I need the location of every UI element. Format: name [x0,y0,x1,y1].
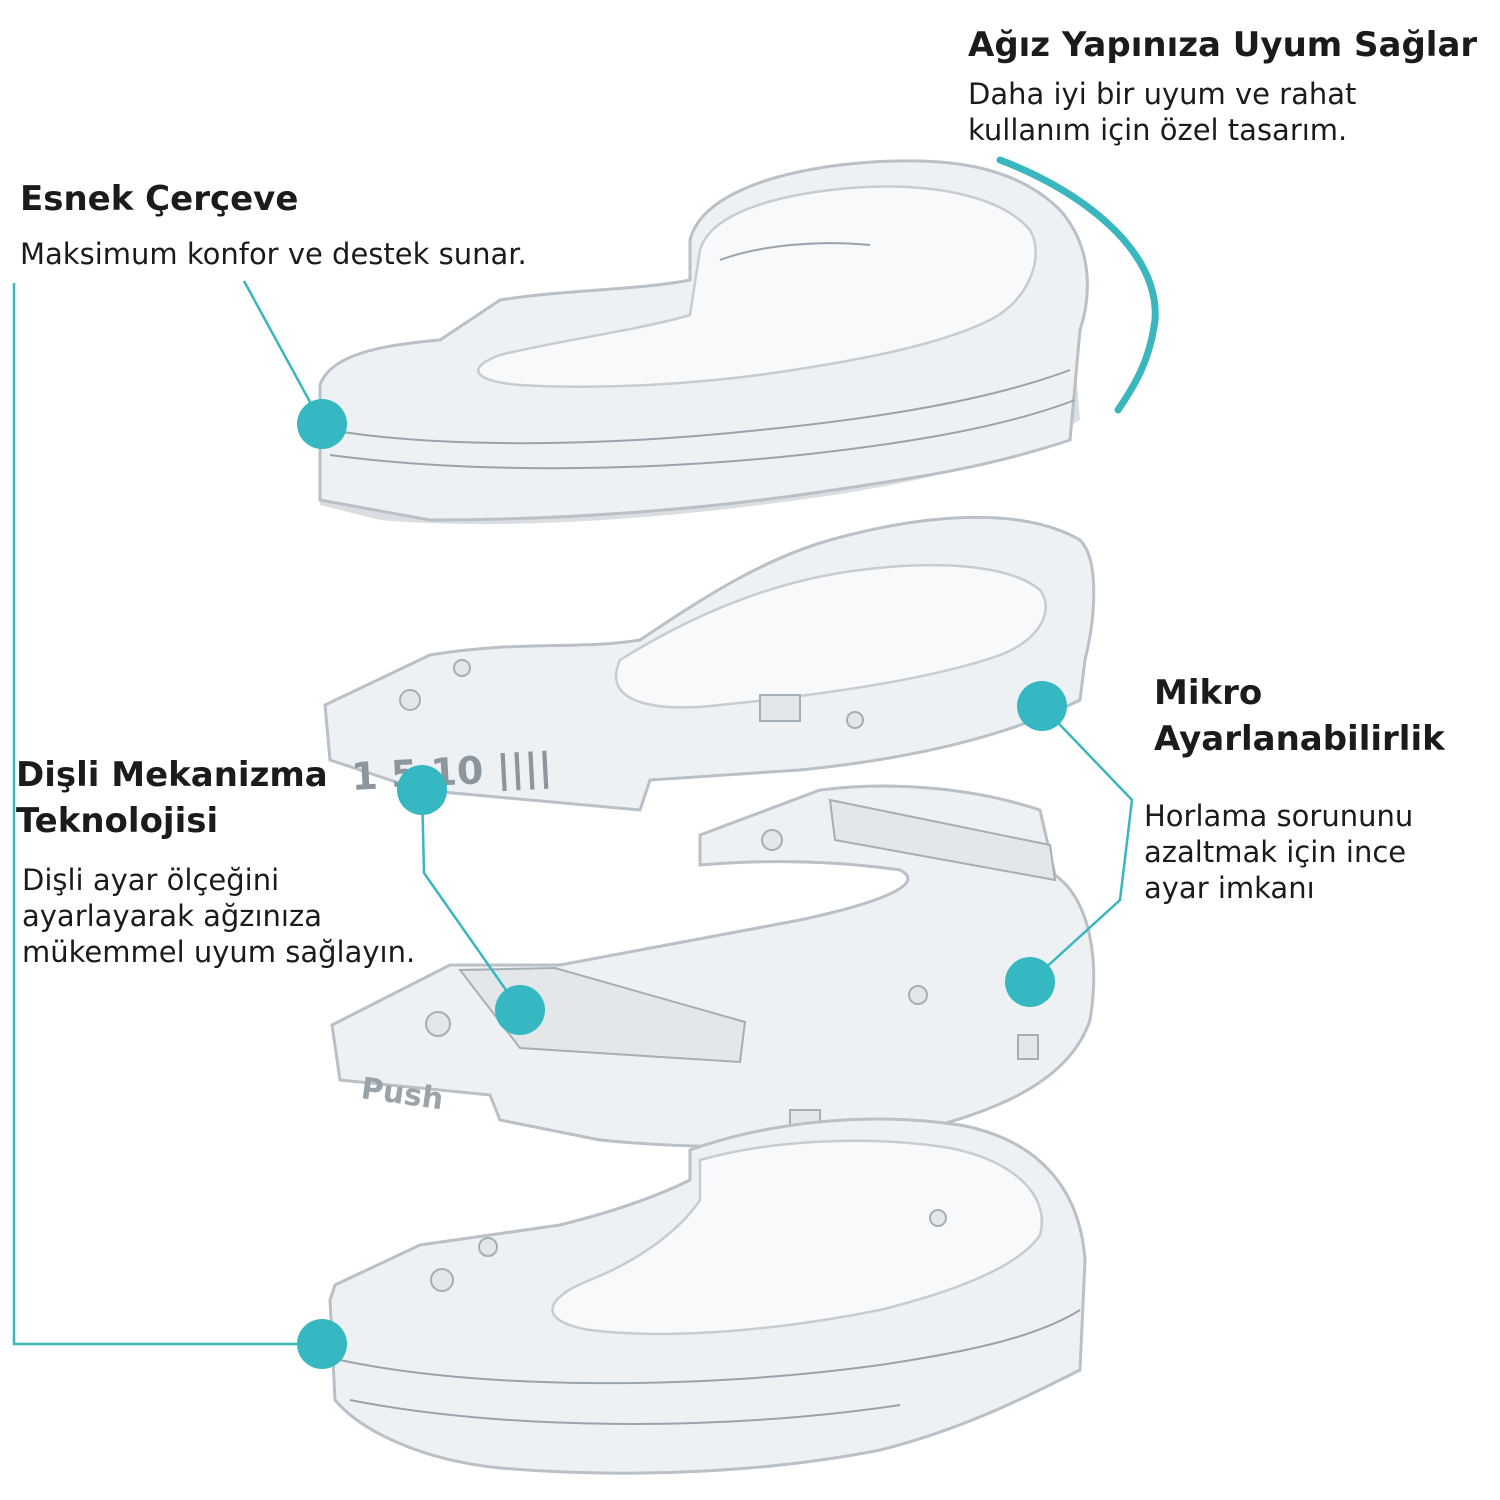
frame-title: Esnek Çerçeve [20,179,299,219]
fit-description: Daha iyi bir uyum ve rahat kullanım için… [968,77,1357,147]
lower-tray [328,1117,1087,1475]
frame-leader-line [242,280,324,425]
frame-callout: Esnek Çerçeve Maksimum konfor ve destek … [20,176,527,272]
gear-dot-upper [397,765,447,815]
gear-dot-lower [495,985,545,1035]
upper-tray [318,159,1089,525]
adjustment-plate-upper: 1 5 10 |||| [323,515,1096,812]
micro-dot-lower [1005,957,1055,1007]
micro-title: Mikro Ayarlanabilirlik [1154,673,1445,759]
fit-callout: Ağız Yapınıza Uyum Sağlar Daha iyi bir u… [968,22,1477,148]
frame-dot-lower [297,1319,347,1369]
gear-description: Dişli ayar ölçeğini ayarlayarak ağzınıza… [22,863,416,969]
adjustment-plate-lower: Push [330,784,1096,1149]
micro-dot-upper [1017,681,1067,731]
micro-description-block: Horlama sorununu azaltmak için ince ayar… [1144,798,1413,906]
gear-title: Dişli Mekanizma Teknolojisi [16,755,328,841]
frame-dot-upper [297,399,347,449]
micro-leader-line [1029,705,1134,983]
frame-description: Maksimum konfor ve destek sunar. [20,237,527,271]
micro-description: Horlama sorununu azaltmak için ince ayar… [1144,799,1414,905]
micro-callout: Mikro Ayarlanabilirlik [1154,670,1445,762]
fit-arc [996,156,1159,414]
gear-leader-line [420,789,522,1011]
frame-vertical-line [12,283,322,1346]
fit-title: Ağız Yapınıza Uyum Sağlar [968,25,1478,65]
gear-callout: Dişli Mekanizma Teknolojisi Dişli ayar ö… [16,752,415,970]
